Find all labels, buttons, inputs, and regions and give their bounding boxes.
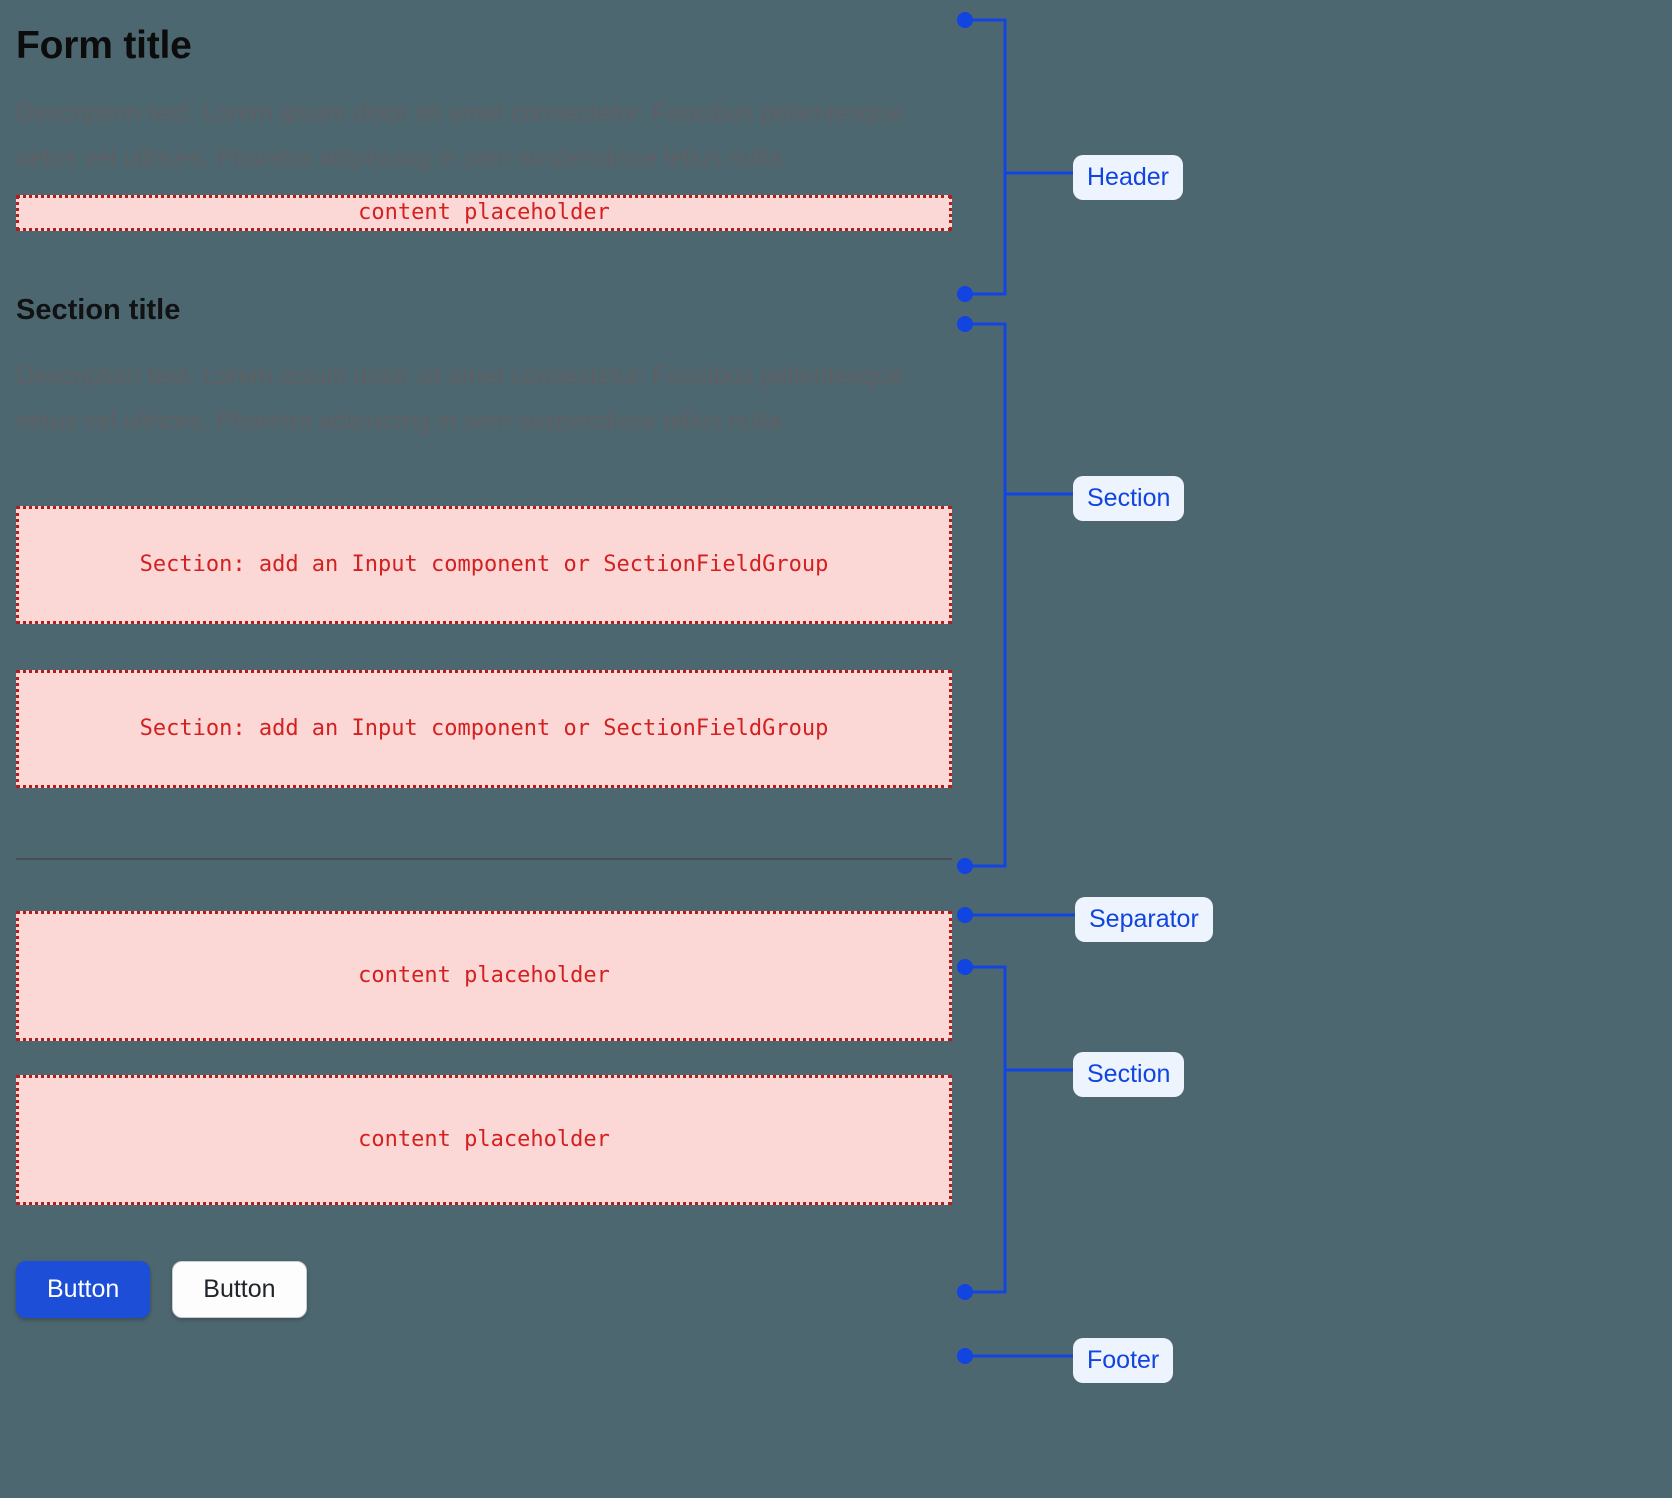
form-section-one: Section title Description text. Lorem ip…	[16, 293, 952, 788]
separator	[16, 857, 952, 860]
annotation-badge-section-two[interactable]: Section	[1073, 1052, 1185, 1097]
header-anchor-dot-top	[957, 12, 973, 28]
section-content-placeholder[interactable]: content placeholder	[16, 910, 952, 1041]
primary-button[interactable]: Button	[16, 1260, 151, 1318]
section-one-bracket-path	[965, 322, 1007, 868]
section-title: Section title	[16, 293, 181, 326]
annotation-badge-header[interactable]: Header	[1073, 155, 1183, 200]
form-section-two: content placeholder content placeholder	[16, 910, 952, 1205]
footer-anchor-dot	[957, 1348, 973, 1364]
section-two-anchor-dot-top	[957, 959, 973, 975]
header-content-placeholder[interactable]: content placeholder	[16, 194, 952, 231]
section-two-bracket-path	[965, 965, 1007, 1294]
section-two-anchor-dot-bottom	[957, 1284, 973, 1300]
form-container: Form title Description text. Lorem ipsum…	[16, 0, 952, 1318]
form-header: Form title Description text. Lorem ipsum…	[16, 0, 952, 231]
secondary-button[interactable]: Button	[172, 1260, 307, 1318]
header-bracket-path	[965, 18, 1007, 296]
page-title: Form title	[16, 24, 192, 67]
annotation-badge-section-one[interactable]: Section	[1073, 476, 1185, 521]
header-anchor-dot-bottom	[957, 286, 973, 302]
section-field-placeholder[interactable]: Section: add an Input component or Secti…	[16, 505, 952, 624]
annotation-badge-footer[interactable]: Footer	[1073, 1338, 1174, 1383]
separator-anchor-dot	[957, 907, 973, 923]
section-description: Description text. Lorem ipsum dolor sit …	[16, 361, 903, 435]
annotation-badge-separator[interactable]: Separator	[1075, 897, 1213, 942]
section-field-placeholder[interactable]: Section: add an Input component or Secti…	[16, 669, 952, 788]
section-content-placeholder[interactable]: content placeholder	[16, 1074, 952, 1205]
section-one-anchor-dot-top	[957, 316, 973, 332]
form-footer: Button Button	[16, 1260, 952, 1318]
header-description: Description text. Lorem ipsum dolor sit …	[16, 98, 903, 172]
section-one-anchor-dot-bottom	[957, 858, 973, 874]
